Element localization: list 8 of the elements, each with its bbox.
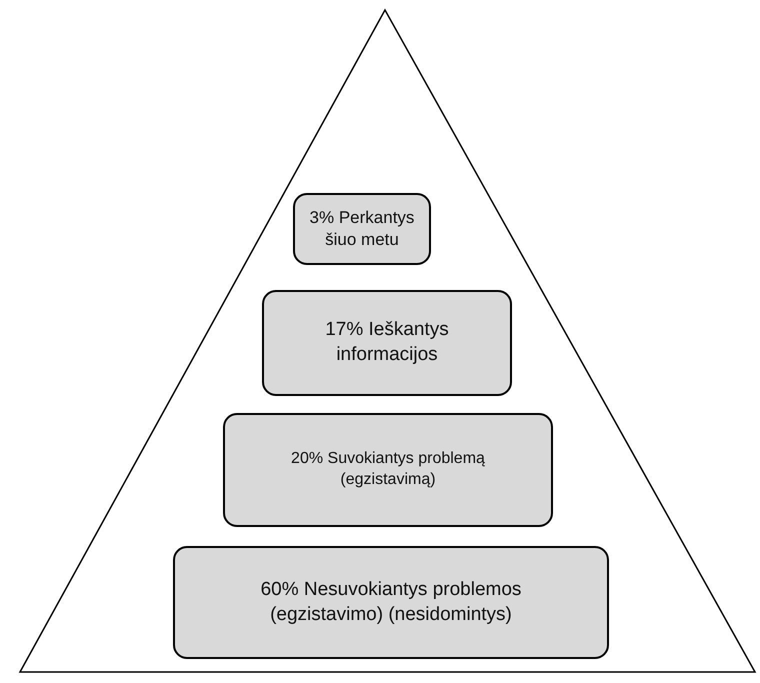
level-label: 60% Nesuvokiantys problemos (egzistavimo) (nesidomintys) <box>260 578 522 626</box>
level-label: 20% Suvokiantys problemą (egzistavimą) <box>290 449 486 490</box>
level-box <box>173 546 609 659</box>
level-label: 3% Perkantys šiuo metu <box>308 206 416 251</box>
level-box <box>293 193 431 265</box>
level-label: 17% Ieškantys informacijos <box>324 318 450 367</box>
level-box <box>223 413 553 527</box>
level-box <box>262 290 512 396</box>
